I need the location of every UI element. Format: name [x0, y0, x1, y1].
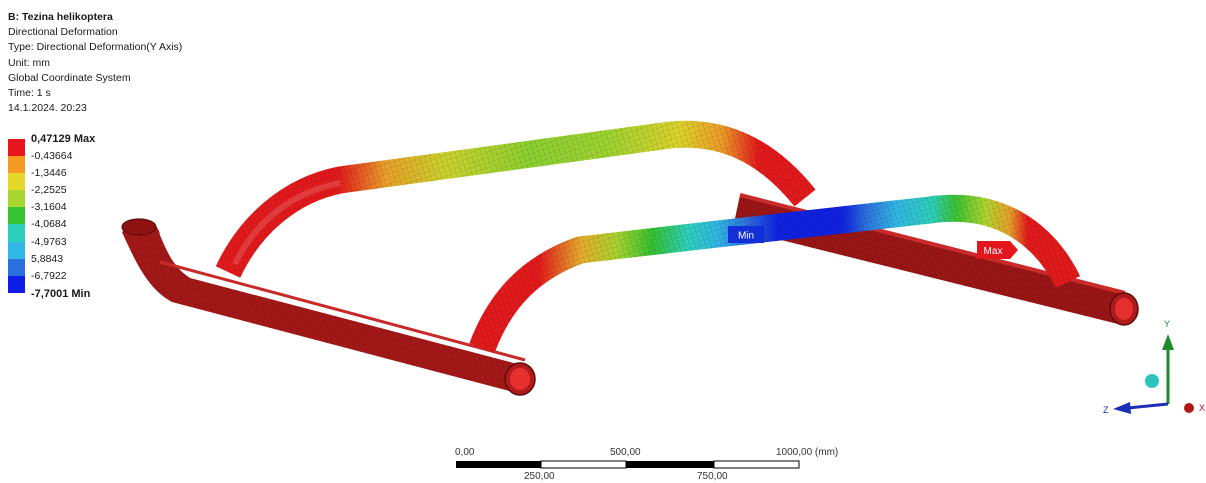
legend-swatch-4	[8, 207, 25, 225]
result-date: 14.1.2024. 20:23	[8, 102, 87, 115]
result-unit: Unit: mm	[8, 56, 50, 69]
legend-swatch-3	[8, 190, 25, 208]
legend-swatch-0	[8, 139, 25, 157]
x-axis-label: X	[1199, 403, 1205, 413]
result-title: B: Tezina helikoptera	[8, 11, 113, 23]
legend-swatch-6	[8, 241, 25, 259]
y-axis-arrow-icon	[1162, 334, 1174, 350]
max-marker[interactable]: Max	[977, 241, 1018, 259]
legend-label-2: -1,3446	[31, 167, 67, 180]
result-time: Time: 1 s	[8, 87, 51, 100]
legend-label-min: -7,7001 Min	[31, 288, 91, 300]
result-type: Type: Directional Deformation(Y Axis)	[8, 41, 183, 54]
max-marker-label: Max	[984, 246, 1003, 257]
legend-swatch-7	[8, 258, 25, 276]
legend-label-7: 5,8843	[31, 252, 64, 265]
result-name: Directional Deformation	[8, 26, 118, 39]
legend-swatch-8	[8, 275, 25, 293]
result-coordinate-system: Global Coordinate System	[8, 71, 131, 84]
front-cross-arch	[469, 194, 1081, 353]
legend-swatch-1	[8, 156, 25, 174]
min-marker-label: Min	[738, 231, 754, 242]
coordinate-triad[interactable]: Y Z X	[1103, 319, 1205, 415]
top-cross-arch	[215, 120, 816, 278]
y-axis-label: Y	[1164, 319, 1170, 329]
min-marker[interactable]: Min	[728, 226, 764, 243]
legend-label-1: -0,43664	[31, 150, 73, 163]
legend-label-6: -4,9763	[31, 235, 67, 248]
legend-label-3: -2,2525	[31, 184, 67, 197]
front-skid-tube	[121, 218, 536, 396]
legend-swatch-5	[8, 224, 25, 242]
z-axis-label: Z	[1103, 405, 1109, 415]
legend-swatch-2	[8, 173, 25, 191]
legend-label-4: -3,1604	[31, 201, 67, 214]
x-axis-dot-icon	[1184, 403, 1194, 413]
legend-label-max: 0,47129 Max	[31, 133, 96, 145]
result-info: B: Tezina helikoptera Directional Deform…	[8, 10, 182, 116]
legend-label-8: -6,7922	[31, 269, 67, 282]
iso-view-ball-icon[interactable]	[1145, 374, 1159, 388]
z-axis-arrow-icon	[1113, 402, 1131, 414]
legend-label-5: -4,0684	[31, 218, 67, 231]
